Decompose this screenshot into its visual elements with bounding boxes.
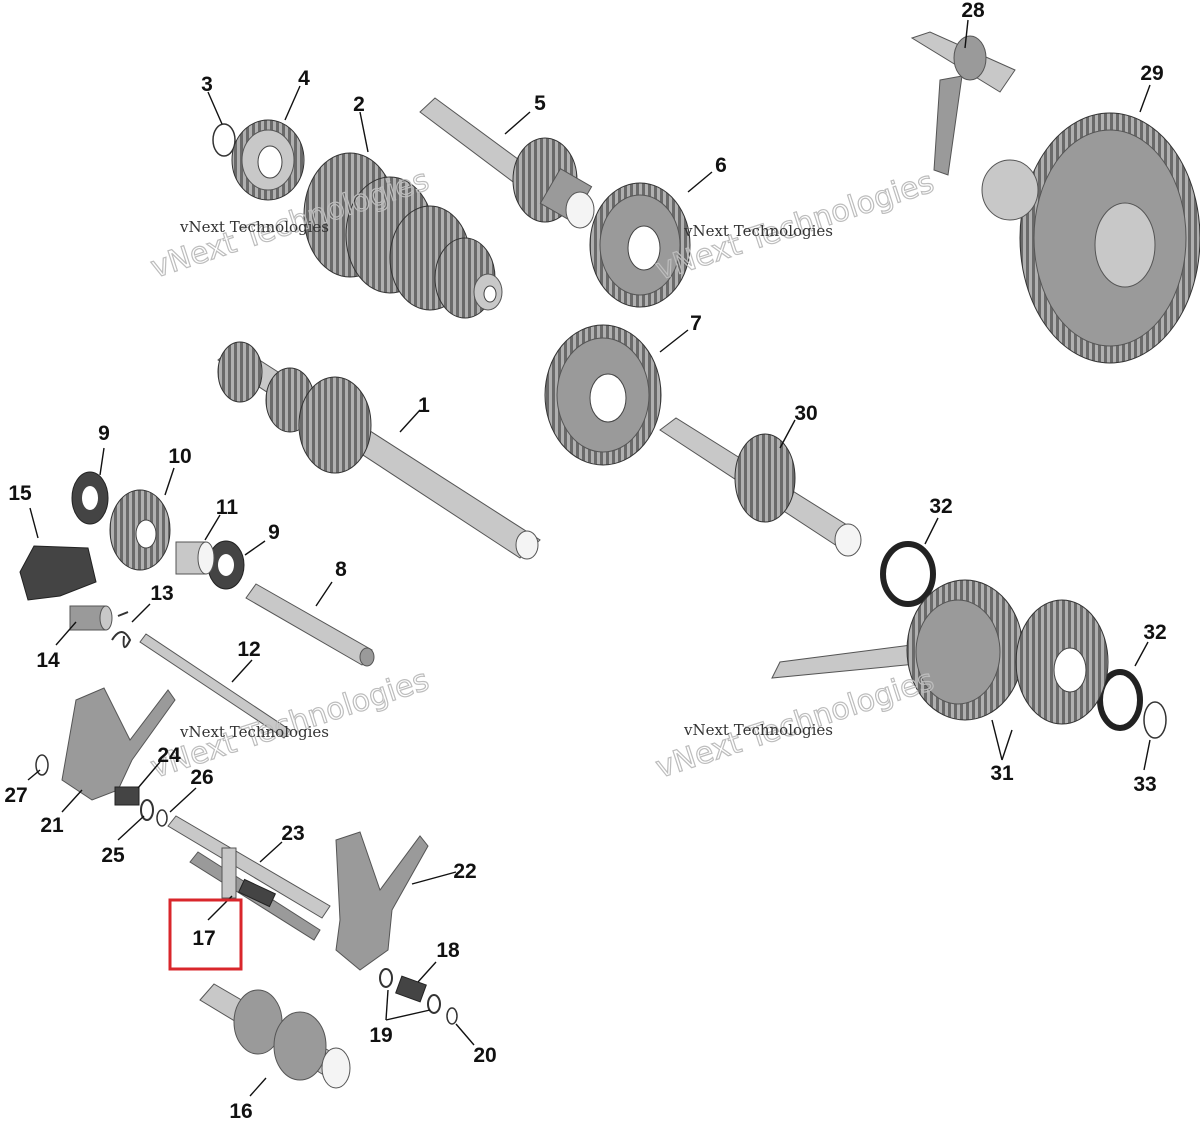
callout-32a: 32 [929,495,952,518]
part-23-shaft [167,815,331,919]
part-22-fork [335,831,429,971]
callout-2: 2 [353,93,365,116]
part-14-bolt [69,605,113,631]
part-33-oring [1143,701,1167,739]
part-15-bracket [19,545,97,601]
highlight-box-17 [168,898,243,971]
part-7-gear [544,324,662,466]
callout-23: 23 [281,822,304,845]
part-1-main-shaft [217,341,541,560]
callout-27: 27 [4,784,27,807]
callout-13: 13 [150,582,173,605]
watermark-right-bottom: vNext Technologies vNext Technologies [651,662,939,786]
part-27-clip [35,754,49,776]
part-31-output-shaft [771,579,1109,725]
callout-18: 18 [436,939,460,962]
svg-text:vNext Technologies: vNext Technologies [683,222,833,240]
part-26-clip [156,809,168,827]
callout-labels: 1 2 3 4 5 6 7 8 9 9 10 11 12 13 14 15 16… [4,0,1166,1123]
callout-15: 15 [8,482,32,505]
part-13-spring [111,611,132,648]
callout-32b: 32 [1143,621,1166,644]
callout-30: 30 [794,402,817,425]
part-24-spring [114,786,140,806]
callout-9b: 9 [268,521,280,544]
part-6-gear [589,182,691,308]
callout-28: 28 [961,0,985,22]
callout-31: 31 [990,762,1014,785]
callout-21: 21 [40,814,64,837]
callout-1: 1 [418,394,430,417]
part-5-shaft [419,97,595,229]
callout-4: 4 [298,67,310,90]
part-18-spring [395,975,427,1003]
callout-14: 14 [36,649,60,672]
part-28-lever [910,31,1016,176]
part-8-pin [245,583,375,667]
part-10-gear [109,489,171,571]
callout-6: 6 [715,154,727,177]
part-2-cluster-gear [303,152,503,319]
callout-5: 5 [534,92,546,115]
part-19a-washer [379,968,393,988]
callout-16: 16 [229,1100,252,1123]
callout-33: 33 [1133,773,1156,796]
part-9a-washer [71,471,109,525]
callout-3: 3 [201,73,213,96]
callout-26: 26 [190,766,213,789]
callout-7: 7 [690,312,702,335]
part-19b-washer [427,994,441,1014]
callout-8: 8 [335,558,347,581]
part-12-rod [139,633,291,739]
callout-12: 12 [237,638,260,661]
callout-29: 29 [1140,62,1163,85]
part-4-sprocket [231,119,305,201]
callout-11: 11 [216,496,239,519]
callout-22: 22 [453,860,476,883]
callout-20: 20 [473,1044,496,1067]
part-25-washer [140,799,154,821]
watermark-right-top: vNext Technologies vNext Technologies [651,164,939,288]
callout-19: 19 [369,1024,392,1047]
leader-lines [27,19,1151,1097]
callout-10: 10 [168,445,191,468]
part-20-clip [446,1007,458,1025]
callout-9a: 9 [98,422,110,445]
part-32b-seal [1097,669,1143,731]
part-21-fork [61,687,176,801]
part-16-drum [199,983,351,1089]
callout-24: 24 [157,744,181,767]
callout-25: 25 [101,844,125,867]
part-3-oring [212,123,236,157]
svg-text:vNext Technologies: vNext Technologies [683,721,833,739]
svg-text:vNext Technologies: vNext Technologies [179,218,329,236]
part-17-shaft [189,847,321,941]
part-32a-seal [880,541,936,607]
part-30-pinion-shaft [659,417,862,557]
part-29-ring-gear [981,112,1200,364]
part-11-bushing [175,541,215,575]
callout-17: 17 [192,927,215,950]
svg-text:vNext Technologies: vNext Technologies [179,723,329,741]
part-9b-washer [207,540,245,590]
